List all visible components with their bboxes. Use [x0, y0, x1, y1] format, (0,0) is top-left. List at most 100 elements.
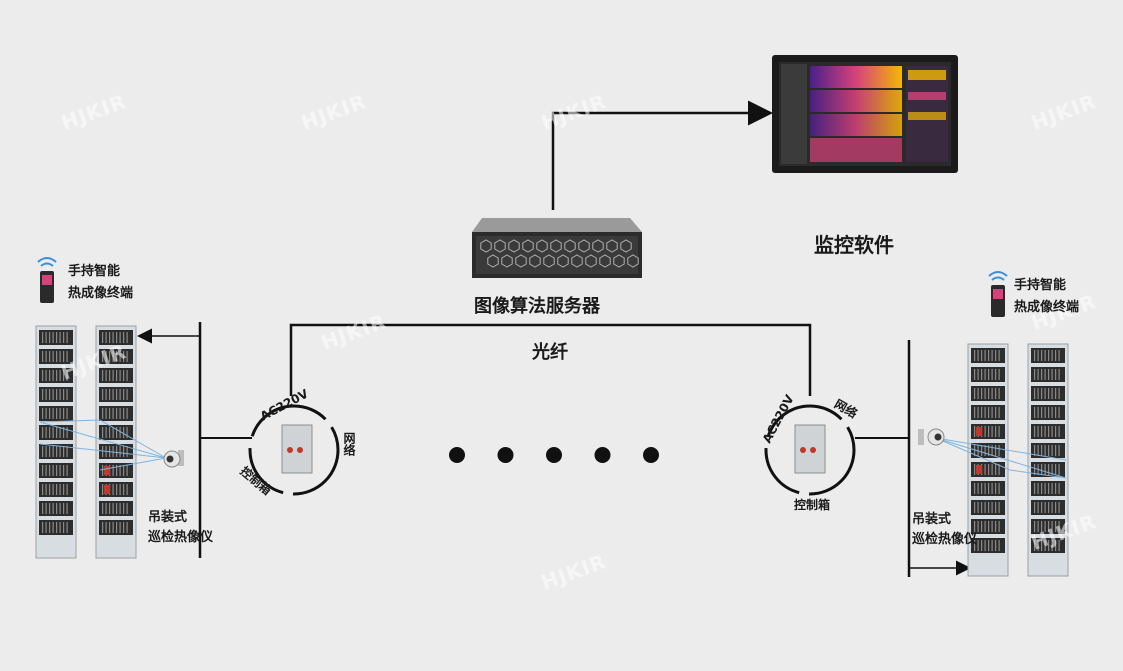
- rack-slot: [119, 332, 121, 343]
- rack-slot: [998, 426, 1000, 437]
- rack-slot: [59, 389, 61, 400]
- rack-slot: [63, 332, 65, 343]
- rack-slot: [1034, 369, 1036, 380]
- rack-slot: [991, 483, 993, 494]
- rack-slot: [116, 389, 118, 400]
- rack-slot: [1041, 369, 1043, 380]
- rack-slot: [126, 351, 128, 362]
- rack-slot: [1041, 502, 1043, 513]
- rack-slot: [984, 445, 986, 456]
- rack-slot: [116, 370, 118, 381]
- rack-slot: [1058, 388, 1060, 399]
- right-camera-beam: [935, 437, 1067, 479]
- rack-slot: [126, 408, 128, 419]
- rack-slot: [1055, 483, 1057, 494]
- rack-slot: [42, 389, 44, 400]
- box-right-label: 控制箱: [794, 498, 831, 512]
- rack-slot: [1055, 502, 1057, 513]
- rack-slot: [45, 522, 47, 533]
- rack-slot: [59, 465, 61, 476]
- rack-slot: [119, 427, 121, 438]
- rack-slot: [1055, 445, 1057, 456]
- rack-slot: [1055, 350, 1057, 361]
- drive-bay: [536, 239, 548, 253]
- rack-slot: [109, 332, 111, 343]
- rack-slot: [1034, 388, 1036, 399]
- rack-slot: [45, 503, 47, 514]
- rack-slot: [59, 484, 61, 495]
- rack-slot: [1055, 407, 1057, 418]
- rack-slot: [126, 484, 128, 495]
- rack-slot: [52, 465, 54, 476]
- rack-slot: [49, 465, 51, 476]
- rack-slot: [116, 408, 118, 419]
- handheld-right-label-1: 手持智能: [1014, 278, 1067, 293]
- ellipsis-dot: [546, 447, 562, 463]
- rack-slot: [1058, 483, 1060, 494]
- drive-bay: [557, 254, 569, 268]
- rack-slot: [52, 408, 54, 419]
- network-left-label: 网络: [342, 432, 356, 456]
- rack-slot: [1034, 464, 1036, 475]
- rack-slot: [49, 484, 51, 495]
- rack-slot: [998, 445, 1000, 456]
- rack-slot: [102, 427, 104, 438]
- rack-slot: [1058, 426, 1060, 437]
- rack-slot: [977, 369, 979, 380]
- rack-slot: [119, 503, 121, 514]
- rack-slot: [1037, 540, 1039, 551]
- rack-slot: [116, 427, 118, 438]
- rack-slot: [52, 389, 54, 400]
- ellipsis-dot: [497, 447, 514, 463]
- rack-slot: [995, 426, 997, 437]
- rack-slot: [56, 408, 58, 419]
- rack-slot: [1041, 483, 1043, 494]
- rack-slot: [63, 370, 65, 381]
- rack-slot: [105, 408, 107, 419]
- rack-slot: [984, 350, 986, 361]
- rack-slot: [1044, 407, 1046, 418]
- rack-slot: [981, 388, 983, 399]
- rack-slot: [991, 350, 993, 361]
- drive-bay: [599, 254, 611, 268]
- drive-bay: [529, 254, 541, 268]
- rack-slot: [126, 503, 128, 514]
- rack-slot: [56, 522, 58, 533]
- rack-slot: [1044, 540, 1046, 551]
- rack-slot: [42, 446, 44, 457]
- rack-slot: [988, 521, 990, 532]
- rack-slot: [112, 484, 114, 495]
- rack-slot: [988, 540, 990, 551]
- rack-slot: [56, 332, 58, 343]
- rack-slot: [52, 503, 54, 514]
- rack-slot: [66, 465, 68, 476]
- rack-slot: [59, 351, 61, 362]
- rack-slot: [1051, 388, 1053, 399]
- rack-slot: [112, 465, 114, 476]
- rack-slot: [52, 522, 54, 533]
- rack-slot: [59, 427, 61, 438]
- rack-slot: [991, 388, 993, 399]
- rack-slot: [63, 446, 65, 457]
- rack-slot: [1048, 502, 1050, 513]
- rack-slot: [126, 522, 128, 533]
- server-icon: [472, 218, 642, 278]
- rack-slot: [1034, 540, 1036, 551]
- rack-slot: [109, 522, 111, 533]
- ellipsis-dots: [449, 447, 659, 463]
- rack-slot: [126, 446, 128, 457]
- rack-slot: [49, 522, 51, 533]
- rack-slot: [112, 370, 114, 381]
- rack-slot: [974, 350, 976, 361]
- rack-slot: [1058, 350, 1060, 361]
- rack-slot: [1044, 350, 1046, 361]
- rack-slot: [109, 503, 111, 514]
- rack-slot: [116, 332, 118, 343]
- rack-slot: [995, 502, 997, 513]
- rack-slot: [123, 389, 125, 400]
- rack-slot: [1051, 426, 1053, 437]
- handheld-left-label-1: 手持智能: [68, 264, 121, 279]
- rack-slot: [974, 464, 976, 475]
- rack-slot: [116, 351, 118, 362]
- rack-slot: [977, 540, 979, 551]
